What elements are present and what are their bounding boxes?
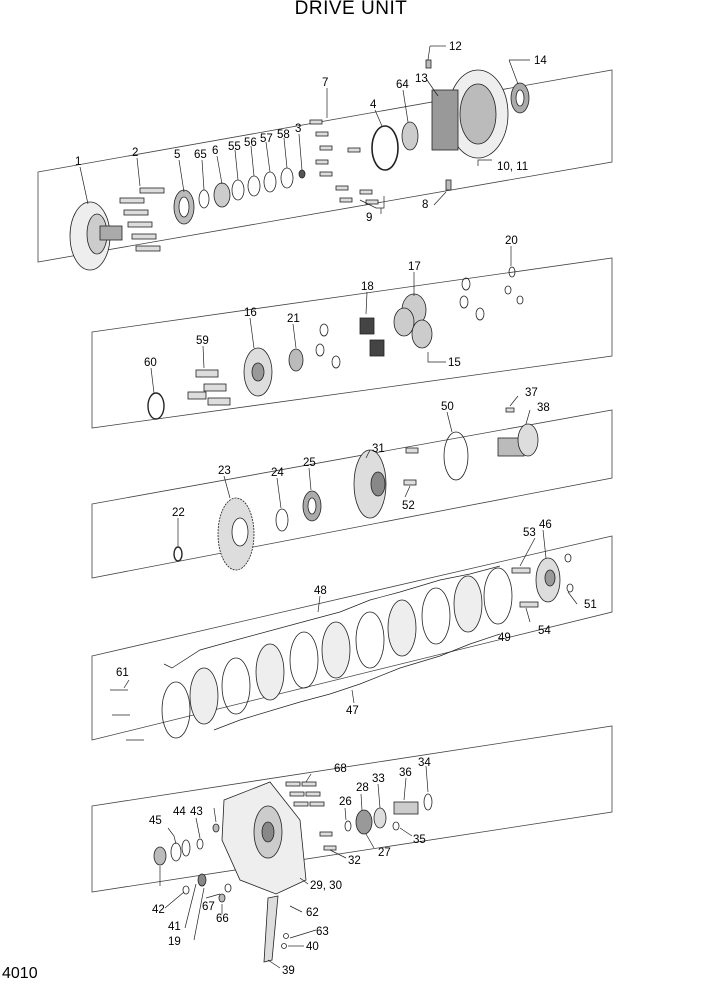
label-part-46: 46 [539,519,552,531]
label-part-18: 18 [361,281,374,293]
label-part-34: 34 [418,757,431,769]
label-part-67: 67 [202,901,215,913]
label-part-25: 25 [303,457,316,469]
label-part-44: 44 [173,806,186,818]
panel-3-parts [173,407,539,571]
label-part-5: 5 [174,149,180,161]
label-part-22: 22 [172,507,185,519]
panel-1-parts [69,59,530,271]
label-part-8: 8 [422,199,428,211]
label-part-35: 35 [413,834,426,846]
label-part-66: 66 [216,913,229,925]
label-part-62: 62 [306,907,319,919]
panel-outlines [37,69,613,893]
label-part-50: 50 [441,401,454,413]
label-part-47: 47 [346,705,359,717]
label-part-29-30: 29, 30 [310,880,342,892]
label-part-68: 68 [334,763,347,775]
label-part-24: 24 [271,467,284,479]
label-part-21: 21 [287,313,300,325]
label-part-32: 32 [348,855,361,867]
label-part-9: 9 [366,212,372,224]
label-part-48: 48 [314,585,327,597]
label-part-55: 55 [228,141,241,153]
label-part-51: 51 [584,599,597,611]
panel-5-parts [153,781,433,963]
case-bolts [285,781,337,851]
label-part-38: 38 [537,402,550,414]
label-part-37: 37 [525,387,538,399]
panel-5 [91,725,613,893]
label-part-6: 6 [212,145,218,157]
label-part-1: 1 [75,156,81,168]
label-part-39: 39 [282,965,295,977]
label-part-52a: 52 [402,500,415,512]
label-part-13: 13 [415,73,428,85]
label-part-7: 7 [322,77,328,89]
label-part-27: 27 [378,847,391,859]
label-part-4: 4 [370,99,377,111]
label-part-17: 17 [408,261,421,273]
label-part-59: 59 [196,335,209,347]
lever-part [263,895,279,963]
label-part-26: 26 [339,796,352,808]
label-part-2: 2 [132,147,138,159]
label-part-36: 36 [399,767,412,779]
part-labels: 1 2 3 4 5 6 7 8 9 10, 11 12 13 14 15 16 … [75,41,597,977]
label-part-41: 41 [168,921,181,933]
label-part-45: 45 [149,815,162,827]
label-part-58: 58 [277,129,290,141]
flange-shaft [99,225,123,241]
label-part-64: 64 [396,79,409,91]
label-part-53: 53 [523,527,536,539]
label-part-33: 33 [372,773,385,785]
panel-1 [37,69,613,263]
label-part-10-11: 10, 11 [497,161,528,173]
label-part-65: 65 [194,149,207,161]
label-part-40: 40 [306,941,319,953]
clutch-plates [161,567,513,739]
label-part-57: 57 [260,133,273,145]
leader-lines [79,45,578,969]
panel-4 [91,535,613,741]
label-part-56: 56 [244,137,257,149]
label-part-42: 42 [152,904,165,916]
page-number: 4010 [2,965,38,982]
label-part-12: 12 [449,41,462,53]
panel-3 [91,409,613,579]
label-part-16: 16 [244,307,257,319]
label-part-23: 23 [218,465,231,477]
label-part-60: 60 [144,357,157,369]
label-part-3: 3 [295,123,301,135]
diagram-title: DRIVE UNIT [294,0,408,19]
label-part-63: 63 [316,926,329,938]
label-part-14: 14 [534,55,547,67]
label-part-19: 19 [168,936,181,948]
bolts-group [119,187,165,252]
label-part-43: 43 [190,806,203,818]
panel-2 [91,257,613,429]
screws-group [309,119,379,205]
label-part-20: 20 [505,235,518,247]
label-part-54: 54 [538,625,551,637]
panel-4-parts [110,553,574,741]
label-part-15: 15 [448,357,461,369]
label-part-49: 49 [498,632,511,644]
label-part-61: 61 [116,667,129,679]
panel-2-parts [147,266,524,420]
label-part-28: 28 [356,782,369,794]
label-part-31: 31 [372,443,385,455]
